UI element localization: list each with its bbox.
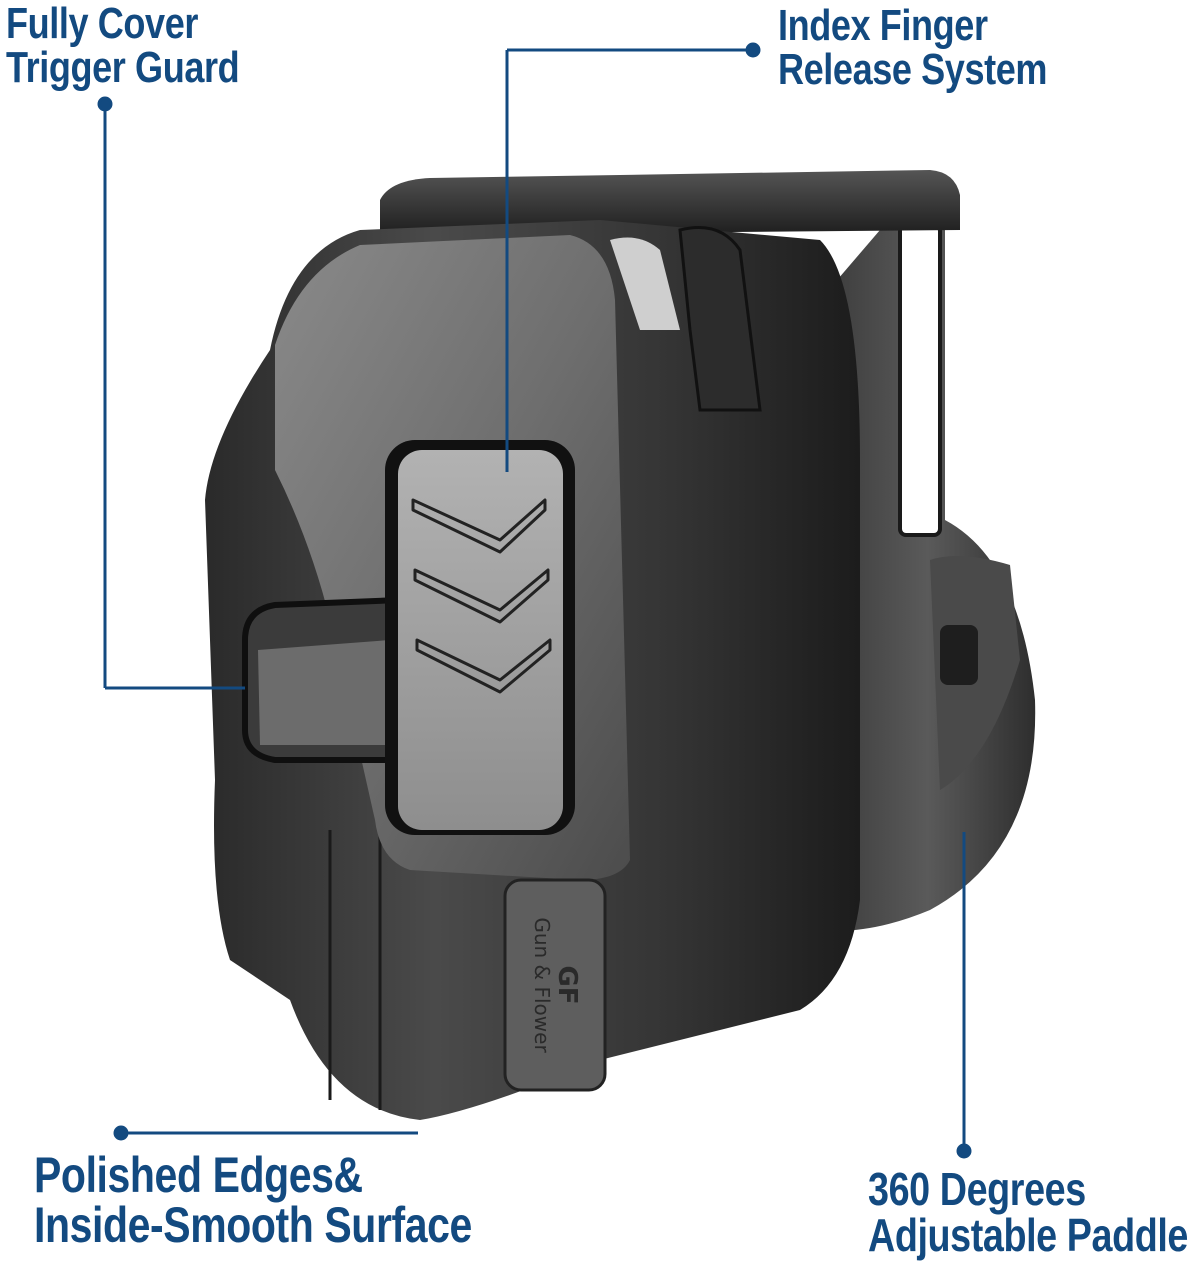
callout-line: Inside-Smooth Surface [34, 1197, 472, 1253]
belt-bar [380, 170, 960, 235]
chevron-icon [411, 498, 547, 554]
chevron-icon [415, 638, 552, 694]
callout-line: Trigger Guard [6, 43, 240, 92]
callout-paddle: 360 Degrees Adjustable Paddle [868, 1166, 1188, 1258]
callout-line: Fully Cover [6, 0, 198, 48]
brand-name: Gun & Flower [530, 917, 554, 1053]
brand-logo: GF Gun & Flower [530, 917, 582, 1053]
callout-polished-edges: Polished Edges& Inside-Smooth Surface [34, 1150, 472, 1250]
callout-line: Release System [778, 45, 1048, 94]
release-button [385, 440, 575, 835]
callout-lines [97, 42, 972, 1159]
callout-line: Polished Edges& [34, 1147, 363, 1203]
callout-line: Index Finger [778, 1, 988, 50]
paddle [820, 223, 1036, 931]
logo-mark: GF [552, 965, 582, 1005]
callout-release-system: Index Finger Release System [778, 4, 1047, 92]
callout-trigger-guard: Fully Cover Trigger Guard [6, 0, 240, 92]
brand-plate [503, 878, 607, 1092]
chevron-icon [413, 568, 550, 624]
callout-line: 360 Degrees [868, 1163, 1086, 1215]
callout-line: Adjustable Paddle [868, 1209, 1189, 1261]
